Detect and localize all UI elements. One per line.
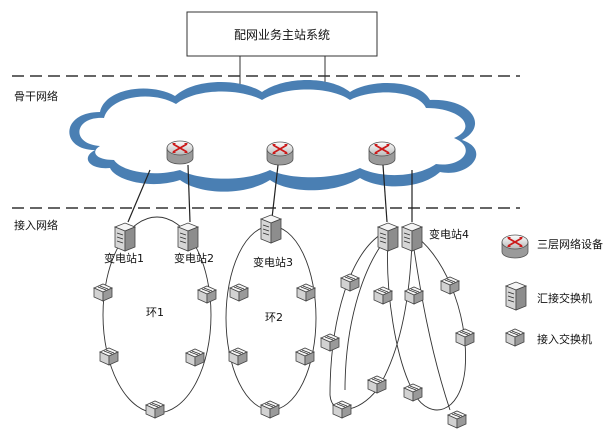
legend-access-switch-label: 接入交换机: [537, 332, 592, 346]
router-icon: [266, 141, 294, 166]
router-icon: [501, 234, 529, 259]
access-switch-icon: [404, 286, 424, 305]
legend-agg-switch-label: 汇接交换机: [537, 291, 592, 305]
access-switch-icon: [197, 285, 217, 304]
substation-3-label: 变电站3: [253, 255, 293, 269]
access-switch-icon: [440, 276, 460, 295]
aggregation-switch-icon: [177, 222, 199, 252]
substation-4-label: 变电站4: [429, 227, 469, 241]
substation-4-rings: [329, 231, 466, 411]
access-switch-icon: [229, 283, 249, 302]
access-switch-icon: [228, 347, 248, 366]
ring-1-label: 环1: [146, 306, 164, 319]
access-switch-icon: [455, 328, 475, 347]
access-switch-icon: [332, 400, 352, 419]
aggregation-switch-icon: [114, 222, 136, 252]
substation-1-label: 变电站1: [104, 251, 144, 265]
access-switch-icon: [505, 328, 525, 347]
access-switch-icon: [320, 333, 340, 352]
access-switch-icon: [99, 347, 119, 366]
router-icon: [166, 140, 194, 165]
master-station-title: 配网业务主站系统: [234, 27, 330, 42]
aggregation-switch-icon: [260, 214, 282, 244]
access-switch-icon: [295, 347, 315, 366]
access-switch-icon: [367, 375, 387, 394]
router-icon: [368, 141, 396, 166]
legend: 三层网络设备 汇接交换机 接入交换机: [501, 234, 603, 347]
access-zone-label: 接入网络: [14, 218, 58, 232]
aggregation-switch-icon: [377, 222, 399, 252]
access-switch-icon: [145, 400, 165, 419]
access-switch-icon: [403, 383, 423, 402]
access-switch-icon: [93, 283, 113, 302]
substation-2-label: 变电站2: [174, 251, 214, 265]
backbone-zone-label: 骨干网络: [14, 89, 58, 103]
access-switch-icon: [296, 283, 316, 302]
aggregation-switch-icon: [401, 222, 423, 252]
access-switch-icon: [260, 400, 280, 419]
access-switch-icon: [373, 286, 393, 305]
legend-l3-device-label: 三层网络设备: [537, 237, 603, 251]
access-switch-icon: [447, 410, 467, 429]
ring-2-label: 环2: [265, 311, 283, 324]
aggregation-switch-icon: [505, 281, 527, 311]
access-switch-icon: [340, 273, 360, 292]
master-station-box: [186, 11, 378, 57]
access-switch-icon: [185, 348, 205, 367]
backbone-cloud: [69, 80, 477, 192]
backbone-links: [127, 164, 413, 223]
